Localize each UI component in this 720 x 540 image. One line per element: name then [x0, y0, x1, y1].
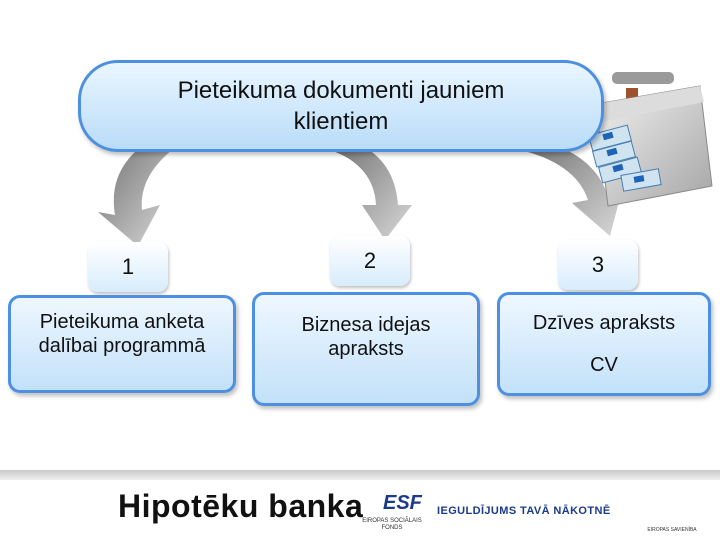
step-3-label: Dzīves apraksts: [532, 312, 676, 334]
step-1-number-box: 1: [88, 242, 168, 292]
step-3-number: 3: [591, 252, 605, 277]
step-3-sublabel: CV: [590, 354, 618, 376]
step-1-number: 1: [121, 254, 135, 279]
footer: [0, 480, 720, 540]
step-3-card: Dzīves apraksts CV: [497, 292, 711, 396]
step-3-number-box: 3: [558, 240, 638, 290]
title-box: Pieteikuma dokumenti jauniem klientiem: [78, 60, 604, 152]
step-2-number: 2: [363, 248, 377, 273]
briefcase-with-money-icon: [587, 72, 713, 207]
step-1-label: Pieteikuma anketa dalībai programmā: [38, 311, 206, 357]
arrow-left-icon: [98, 140, 172, 246]
diagram-title: Pieteikuma dokumenti jauniem klientiem: [177, 77, 505, 135]
eu-subtitle: EIROPAS SAVIENĪBA: [647, 527, 697, 533]
esf-subtitle: EIROPAS SOCIĀLAIS FONDS: [362, 518, 422, 531]
step-1-card: Pieteikuma anketa dalībai programmā: [8, 295, 236, 393]
step-2-number-box: 2: [330, 236, 410, 286]
step-2-label: Biznesa idejas apraksts: [301, 314, 431, 360]
esf-logo-text: ESF: [383, 492, 422, 514]
arrow-right-icon: [520, 140, 622, 236]
arrow-center-icon: [330, 140, 412, 240]
step-2-card: Biznesa idejas apraksts: [252, 292, 480, 406]
investment-slogan: IEGULDĪJUMS TAVĀ NĀKOTNĒ: [437, 505, 611, 517]
bank-name: Hipotēku banka: [118, 488, 364, 524]
